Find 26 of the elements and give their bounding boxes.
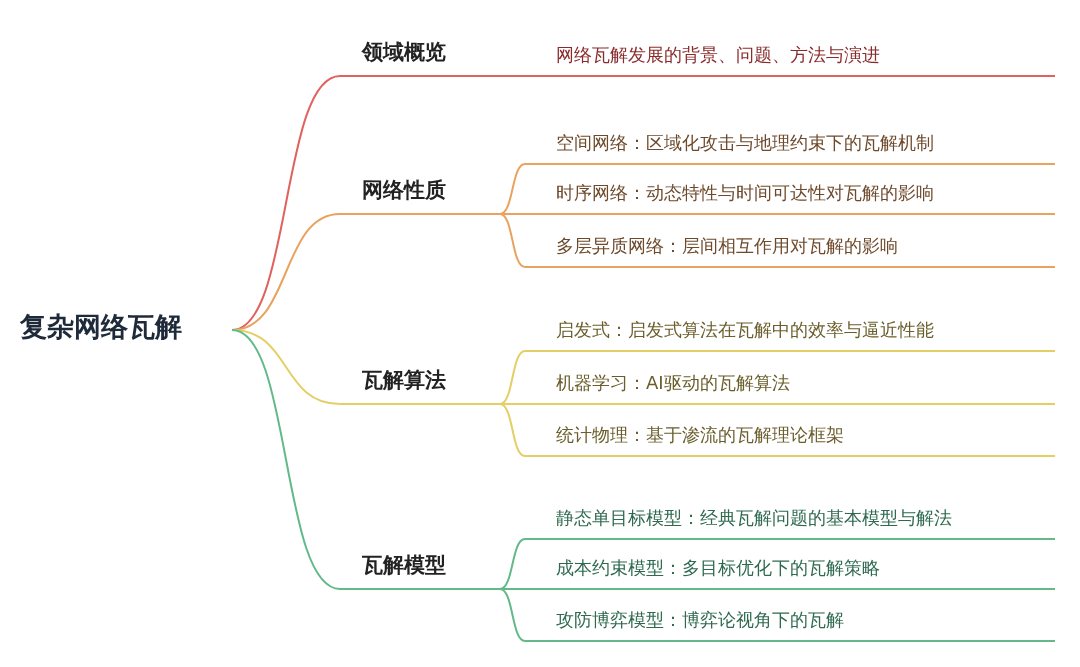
leaf-topic: 空间网络：区域化攻击与地理约束下的瓦解机制: [525, 127, 1055, 165]
branch-line: [231, 329, 341, 590]
branch-line: [499, 588, 526, 642]
branch-topic: 网络性质: [340, 171, 500, 215]
leaf-topic: 启发式：启发式算法在瓦解中的效率与逼近性能: [525, 314, 1055, 352]
branch-line: [499, 403, 526, 457]
branch-line: [499, 350, 526, 405]
leaf-topic: 机器学习：AI驱动的瓦解算法: [525, 367, 1055, 405]
branch-line: [499, 403, 526, 405]
branch-topic: 领域概览: [340, 33, 500, 77]
leaf-topic: 攻防博弈模型：博弈论视角下的瓦解: [525, 604, 1055, 642]
branch-line: [499, 213, 526, 215]
branch-line: [499, 538, 526, 590]
leaf-topic: 时序网络：动态特性与时间可达性对瓦解的影响: [525, 177, 1055, 215]
leaf-topic: 网络瓦解发展的背景、问题、方法与演进: [525, 39, 1055, 77]
branch-topic: 瓦解算法: [340, 361, 500, 405]
branch-line: [499, 163, 526, 215]
leaf-topic: 成本约束模型：多目标优化下的瓦解策略: [525, 552, 1055, 590]
leaf-topic: 多层异质网络：层间相互作用对瓦解的影响: [525, 230, 1055, 268]
root-topic: 复杂网络瓦解: [20, 310, 232, 350]
branch-line: [499, 75, 526, 77]
leaf-topic: 静态单目标模型：经典瓦解问题的基本模型与解法: [525, 502, 1055, 540]
leaf-topic: 统计物理：基于渗流的瓦解理论框架: [525, 419, 1055, 457]
branch-topic: 瓦解模型: [340, 546, 500, 590]
branch-line: [499, 213, 526, 268]
branch-line: [499, 588, 526, 590]
